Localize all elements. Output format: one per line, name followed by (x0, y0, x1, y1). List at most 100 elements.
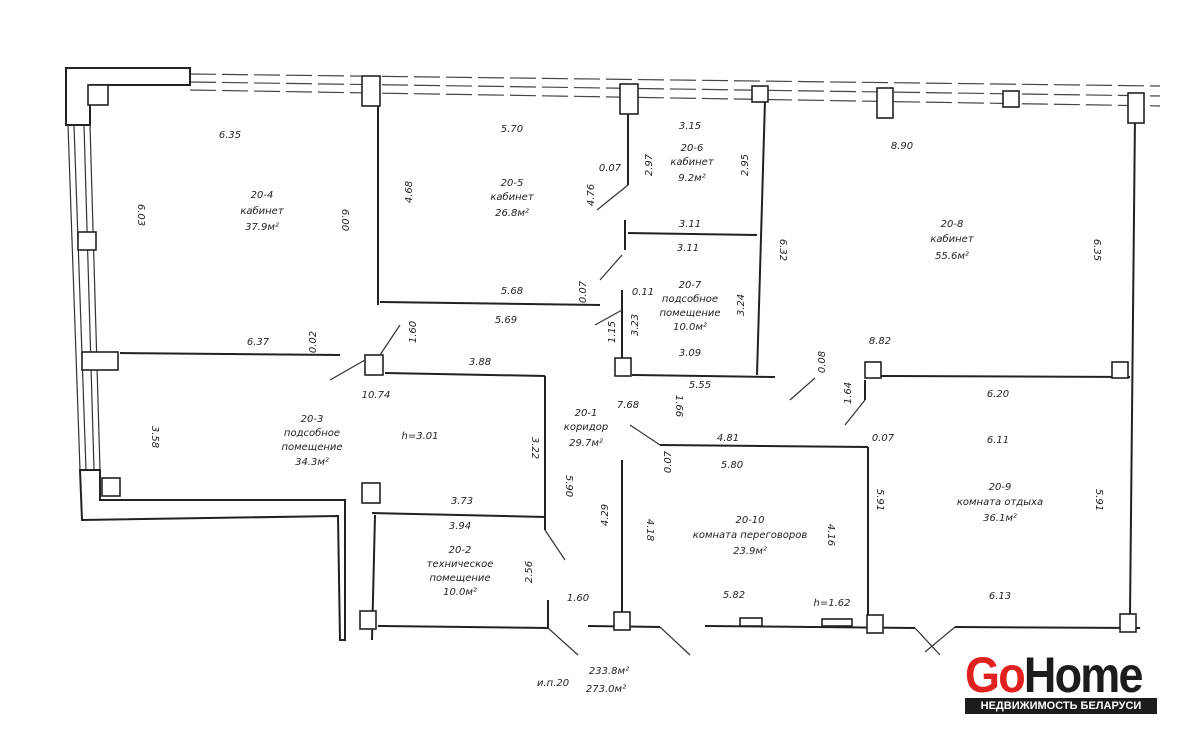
room-number: 20-9 (989, 482, 1012, 493)
dimension: 5.82 (723, 590, 745, 601)
dimension: 4.81 (717, 433, 739, 444)
room-20-9: 20-9 комната отдыха 36.1м² (957, 482, 1043, 524)
room-name: подсобное (662, 293, 718, 305)
door-swings (329, 184, 956, 656)
room-area: 34.3м² (295, 457, 329, 468)
dimension: 7.68 (617, 400, 639, 411)
dimension: 1.60 (408, 321, 419, 343)
room-area: 55.6м² (935, 251, 969, 262)
dimension: 3.15 (679, 121, 701, 132)
room-area: 23.9м² (733, 546, 767, 557)
dimension: 4.68 (404, 181, 415, 203)
room-number: 20-8 (941, 219, 964, 230)
room-number: 20-5 (501, 178, 524, 189)
dimension: 3.11 (679, 219, 701, 230)
dimension: 1.64 (843, 382, 854, 404)
dimension: 2.56 (524, 561, 535, 583)
room-name: коридор (564, 422, 608, 433)
dimension: 10.74 (362, 390, 391, 401)
dimension: 1.66 (673, 395, 684, 417)
room-area: 29.7м² (569, 438, 603, 449)
area-main: 233.8м² (589, 666, 629, 677)
dimension: 5.91 (874, 489, 885, 511)
room-name: кабинет (670, 156, 715, 168)
room-20-6: 20-6 кабинет 9.2м² (670, 143, 715, 184)
dimension: 5.91 (1093, 489, 1104, 511)
dimension: 0.07 (663, 450, 674, 473)
dimension: 5.55 (689, 380, 711, 391)
room-area: 10.0м² (673, 322, 707, 333)
dimension: 8.90 (891, 141, 913, 152)
ceiling-height: h=3.01 (402, 431, 439, 442)
logo-wordmark: GoHome (965, 650, 1144, 700)
dimension: 4.29 (600, 504, 611, 526)
exterior-wall-left (65, 67, 346, 641)
dimension: 6.37 (247, 337, 270, 348)
dimension: 0.07 (599, 163, 622, 174)
room-number: 20-1 (575, 408, 598, 419)
columns (77, 75, 1145, 634)
room-20-4: 20-4 кабинет 37.9м² (240, 190, 285, 233)
room-20-10: 20-10 комната переговоров 23.9м² (693, 515, 808, 557)
dimension: 0.07 (578, 280, 589, 303)
interior-walls (119, 99, 1141, 641)
room-name: комната переговоров (693, 530, 808, 541)
dimension: 8.82 (869, 336, 891, 347)
dimension: 3.24 (736, 294, 747, 316)
room-area: 37.9м² (245, 222, 279, 233)
dimension: 4.76 (586, 184, 597, 206)
room-area: 26.8м² (495, 208, 529, 219)
room-area: 10.0м² (443, 587, 477, 598)
dimension: 5.68 (501, 286, 523, 297)
dimension: 3.58 (149, 426, 160, 448)
dimension: 6.35 (1091, 239, 1102, 261)
room-area: 9.2м² (678, 173, 705, 184)
room-number: 20-2 (449, 545, 472, 556)
dimension: 3.22 (529, 437, 540, 459)
room-name: техническое (427, 559, 494, 570)
dimension: 1.15 (607, 321, 618, 343)
dimension: 4.18 (644, 519, 655, 541)
unit-label: и.п.20 (537, 678, 569, 689)
room-area: 36.1м² (983, 513, 1017, 524)
area-total: 273.0м² (586, 684, 626, 695)
dimensions: 6.35 6.03 6.00 6.37 0.02 4.68 5.70 5.68 … (135, 121, 1104, 604)
dimension: 5.70 (501, 124, 523, 135)
room-20-5: 20-5 кабинет 26.8м² (490, 178, 535, 219)
room-name: подсобное (284, 427, 340, 439)
room-name: кабинет (930, 233, 975, 245)
totals: и.п.20 233.8м² 273.0м² (537, 666, 629, 695)
room-name: кабинет (490, 191, 535, 203)
logo-tagline: НЕДВИЖИМОСТЬ БЕЛАРУСИ (965, 698, 1157, 714)
dimension: 6.20 (987, 389, 1009, 400)
room-name: помещение (659, 308, 720, 319)
logo-home: Home (1023, 647, 1144, 703)
dimension: 1.60 (567, 593, 589, 604)
dimension: 2.97 (644, 153, 655, 176)
window-height: h=1.62 (814, 598, 851, 609)
dimension: 6.03 (135, 204, 146, 226)
dimension: 2.95 (740, 154, 751, 176)
dimension: 5.69 (495, 315, 517, 326)
room-20-3: 20-3 подсобное помещение 34.3м² (281, 414, 342, 468)
room-name: кабинет (240, 205, 285, 217)
room-name: комната отдыха (957, 497, 1043, 508)
room-number: 20-7 (679, 280, 702, 291)
logo-go: Go (965, 647, 1026, 703)
dimension: 4.16 (825, 524, 836, 546)
dimension: 3.73 (451, 496, 473, 507)
dimension: 3.88 (469, 357, 491, 368)
dimension: 0.08 (817, 351, 828, 373)
dimension: 0.11 (632, 287, 654, 298)
dimension: 3.94 (449, 521, 471, 532)
room-number: 20-10 (735, 515, 764, 526)
dimension: 5.90 (563, 475, 574, 497)
dimension: 0.02 (308, 331, 319, 353)
dimension: 3.23 (630, 314, 641, 336)
dimension: 6.11 (987, 435, 1009, 446)
room-20-2: 20-2 техническое помещение 10.0м² (427, 545, 494, 598)
dimension: 6.00 (339, 209, 350, 231)
room-number: 20-6 (681, 143, 704, 154)
room-number: 20-4 (251, 190, 274, 201)
